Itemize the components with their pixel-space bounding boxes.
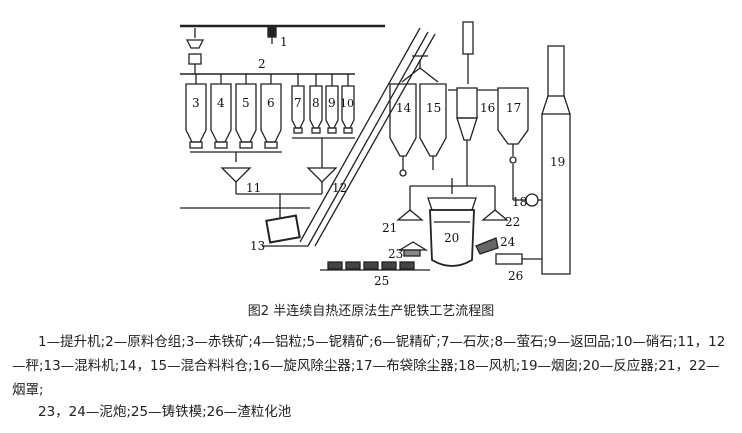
- fan-18: [512, 164, 542, 207]
- figure-caption: 图2 半连续自热还原法生产铌铁工艺流程图: [247, 304, 495, 319]
- mud-gun-24: [475, 237, 499, 255]
- cast-molds-25: [320, 261, 430, 271]
- scale-11: [220, 152, 252, 194]
- label-7: 7: [294, 96, 302, 110]
- hood-22: [481, 206, 509, 221]
- label-9: 9: [328, 96, 336, 110]
- process-flow-diagram: 1 2: [150, 10, 590, 288]
- label-11: 11: [246, 181, 261, 195]
- slag-pit-26: [495, 253, 542, 265]
- mixed-bin-14: [389, 83, 417, 177]
- label-2: 2: [258, 57, 266, 71]
- bin-5: [235, 74, 257, 149]
- label-17: 17: [506, 101, 521, 115]
- label-19: 19: [550, 155, 565, 169]
- scale-12: [306, 138, 338, 194]
- label-21: 21: [382, 221, 397, 235]
- label-20: 20: [444, 231, 459, 245]
- label-12: 12: [332, 181, 347, 195]
- label-25: 25: [374, 274, 389, 288]
- label-14: 14: [396, 101, 412, 115]
- label-24: 24: [500, 235, 516, 249]
- bin-4: [210, 74, 232, 149]
- label-5: 5: [242, 96, 250, 110]
- label-6: 6: [267, 96, 275, 110]
- label-3: 3: [192, 96, 200, 110]
- label-13: 13: [250, 239, 265, 253]
- hood-21: [396, 206, 424, 221]
- bin-9: [325, 74, 339, 134]
- bin-7: [291, 74, 305, 134]
- label-1: 1: [280, 35, 288, 49]
- distributor: [401, 60, 439, 83]
- bin-8: [309, 74, 323, 134]
- bag-filter-17: [497, 87, 529, 164]
- legend-text: 1—提升机;2—原料仓组;3—赤铁矿;4—铝粒;5—铌精矿;6—铌精矿;7—石灰…: [12, 334, 726, 398]
- bin-10: [341, 74, 355, 134]
- label-22: 22: [505, 215, 520, 229]
- label-8: 8: [312, 96, 320, 110]
- reactor-20: [427, 178, 477, 267]
- mixer-13: [262, 214, 308, 247]
- label-4: 4: [217, 96, 225, 110]
- inclined-conveyor: [299, 27, 436, 247]
- label-23: 23: [388, 247, 403, 261]
- chimney-19: [541, 45, 571, 275]
- label-18: 18: [512, 195, 527, 209]
- label-26: 26: [508, 269, 523, 283]
- cyclone-16: [456, 87, 478, 150]
- label-15: 15: [426, 101, 441, 115]
- legend-text-continued: 23，24—泥炮;25—铸铁模;26—渣粒化池: [38, 404, 292, 420]
- bin-6: [260, 74, 282, 149]
- hoist: [267, 26, 277, 44]
- label-10: 10: [340, 97, 354, 110]
- mud-gun-23: [397, 241, 429, 257]
- bin-3: [185, 74, 207, 149]
- label-16: 16: [480, 101, 495, 115]
- exhaust-duct: [462, 21, 474, 84]
- feed-hopper: [185, 28, 205, 74]
- mixed-bin-15: [419, 83, 447, 170]
